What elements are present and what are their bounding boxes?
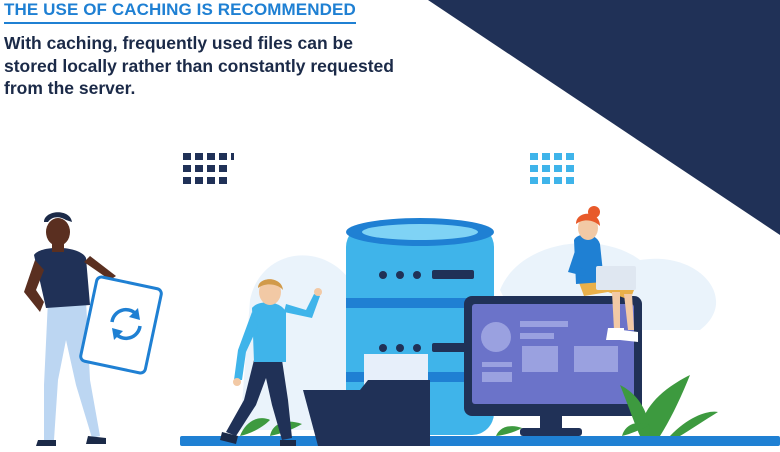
person-with-laptop bbox=[568, 206, 638, 342]
refresh-icon bbox=[110, 307, 142, 341]
plant-middle bbox=[496, 426, 522, 436]
person-waving bbox=[220, 279, 322, 446]
monitor bbox=[464, 296, 642, 436]
floor-line bbox=[180, 436, 780, 446]
dot-grid-navy bbox=[183, 153, 234, 184]
folder-icon bbox=[303, 354, 430, 446]
page-title: THE USE OF CACHING IS RECOMMENDED bbox=[4, 0, 356, 24]
description-text: With caching, frequently used files can … bbox=[4, 33, 394, 98]
sync-file-card bbox=[79, 275, 163, 375]
plant-right bbox=[620, 375, 718, 436]
dot-grid-blue bbox=[530, 153, 574, 184]
